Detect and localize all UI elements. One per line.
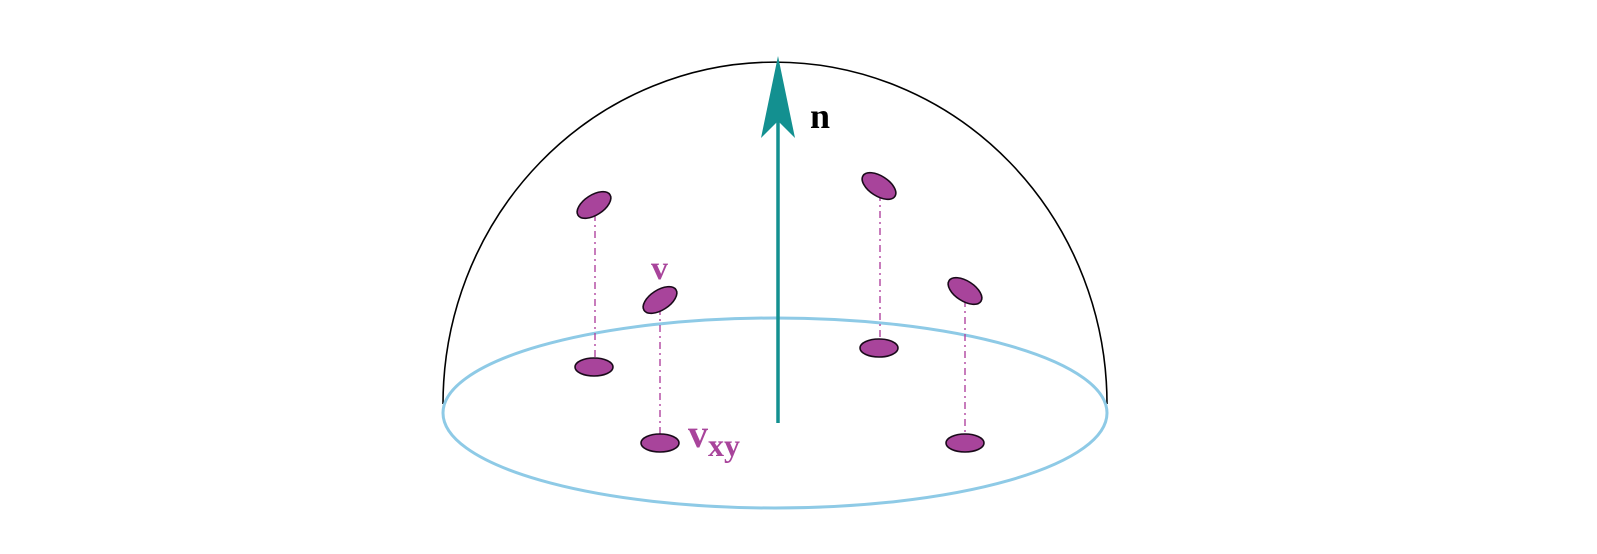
projected-point-vxy [640, 433, 680, 453]
normal-vector-arrow [761, 56, 795, 423]
projected-point [574, 357, 614, 377]
projected-point [945, 433, 985, 453]
point-group [945, 276, 985, 453]
projection-label-subscript: xy [708, 427, 740, 463]
vector-point [947, 276, 983, 306]
vector-point [861, 171, 897, 201]
normal-label: n [810, 96, 830, 136]
normal-arrow-head [761, 56, 795, 138]
point-group-v [640, 285, 680, 453]
vector-label: v [651, 250, 668, 287]
projection-label-main: v [688, 411, 708, 456]
base-plane-ellipse [441, 316, 1109, 510]
hemisphere-dome-outline [442, 61, 1108, 405]
projection-label: vxy [688, 411, 740, 463]
point-group [574, 190, 614, 377]
point-group [859, 171, 899, 358]
vector-point-v [642, 285, 678, 315]
vector-point [576, 190, 612, 220]
projected-point [859, 338, 899, 358]
